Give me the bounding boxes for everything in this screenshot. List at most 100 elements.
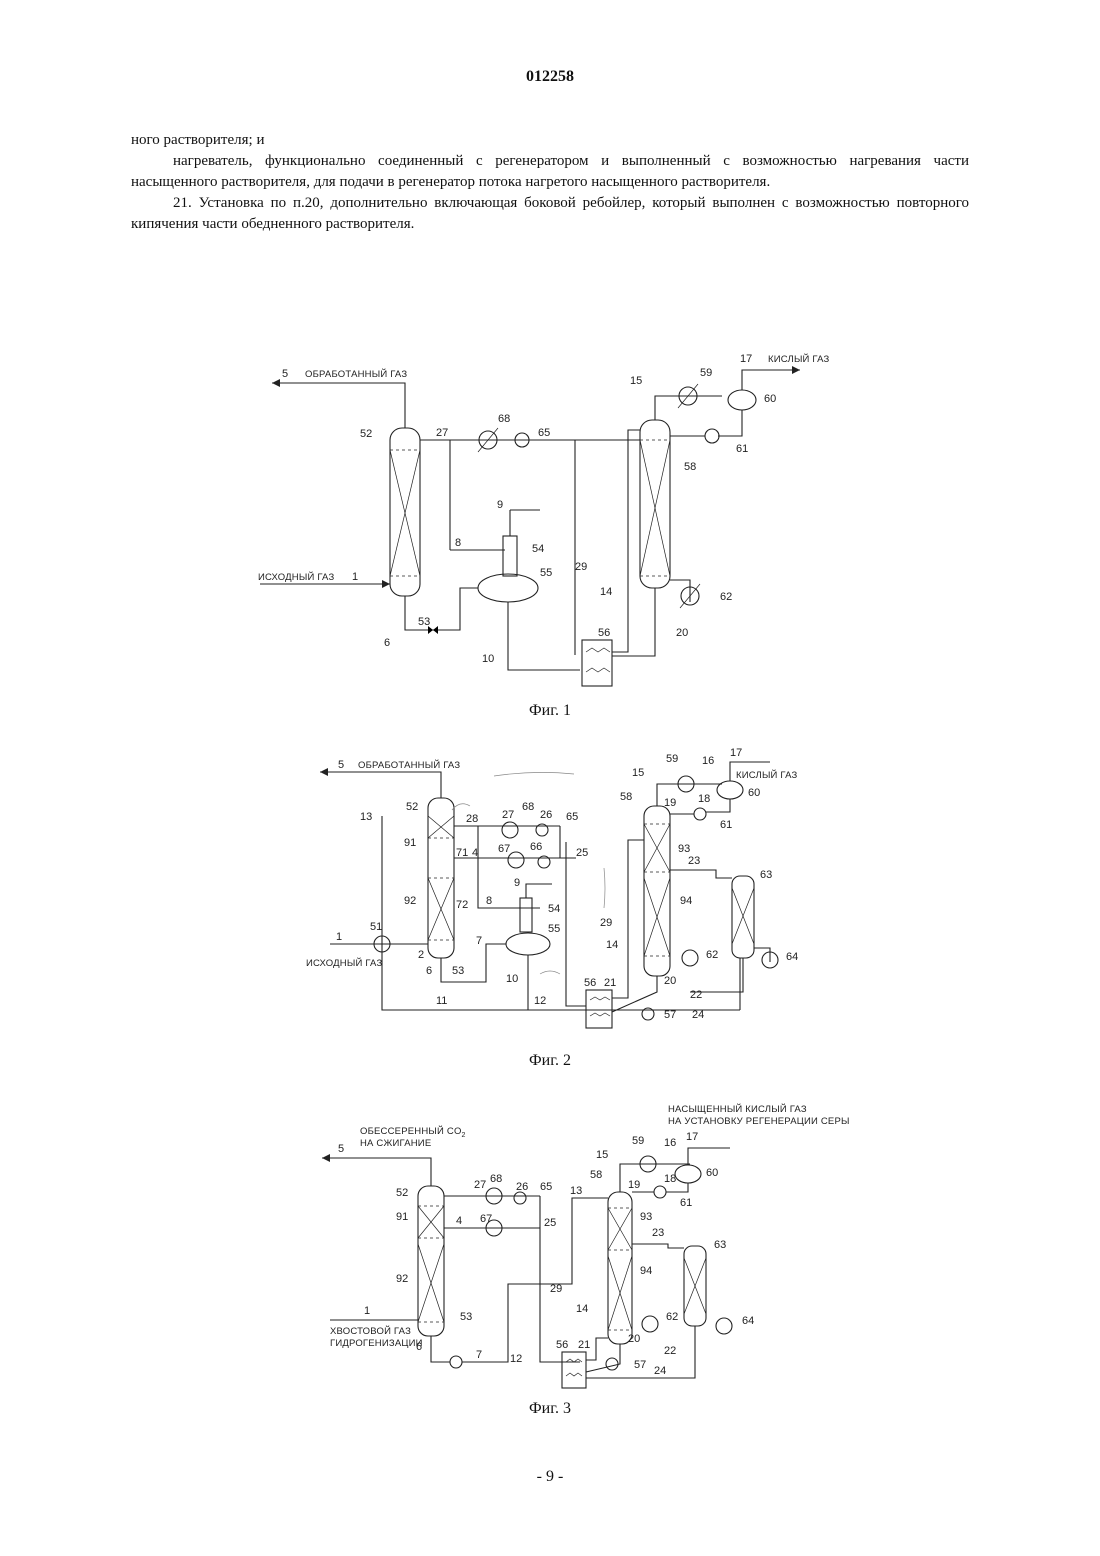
fig2-label-51: 51 [370,921,382,933]
fig3-label-4: 4 [456,1215,462,1227]
fig3-label-52: 52 [396,1187,408,1199]
fig1-label-29: 29 [575,561,587,573]
fig2-label-22: 22 [690,989,702,1001]
figure-1-diagram: 5 ОБРАБОТАННЫЙ ГАЗ 52 ИСХОДНЫЙ ГАЗ 1 27 … [0,340,1100,710]
fig2-label-12: 12 [534,995,546,1007]
fig2-label-94: 94 [680,895,692,907]
fig1-label-5: 5 [282,368,288,380]
fig3-label-64: 64 [742,1315,754,1327]
fig2-feed-gas: ИСХОДНЫЙ ГАЗ [306,957,382,969]
fig3-label-15: 15 [596,1149,608,1161]
fig3-label-13: 13 [570,1185,582,1197]
fig2-label-29: 29 [600,917,612,929]
fig2-label-26: 26 [540,809,552,821]
fig3-heat-exchanger [562,1352,586,1388]
fig1-heat-exchanger [582,640,612,686]
fig3-label-23: 23 [652,1227,664,1239]
fig2-label-24: 24 [692,1009,704,1021]
fig2-label-66: 66 [530,841,542,853]
fig3-label-27: 27 [474,1179,486,1191]
figure-1: 5 ОБРАБОТАННЫЙ ГАЗ 52 ИСХОДНЫЙ ГАЗ 1 27 … [0,340,1100,710]
fig2-label-64: 64 [786,951,798,963]
paragraph-3: 21. Установка по п.20, дополнительно вкл… [131,193,969,235]
fig2-label-13: 13 [360,811,372,823]
fig2-label-72: 72 [456,899,468,911]
fig2-label-15: 15 [632,767,644,779]
fig1-label-68: 68 [498,413,510,425]
fig2-acid-gas: КИСЛЫЙ ГАЗ [736,769,798,781]
fig3-label-61: 61 [680,1197,692,1209]
fig2-label-8: 8 [486,895,492,907]
fig1-label-54: 54 [532,543,544,555]
fig2-label-67: 67 [498,843,510,855]
fig2-label-27: 27 [502,809,514,821]
fig1-label-65: 65 [538,427,550,439]
fig3-label-53: 53 [460,1311,472,1323]
fig3-tail-gas-line1: ХВОСТОВОЙ ГАЗ [330,1325,411,1337]
fig2-treated-gas: ОБРАБОТАННЫЙ ГАЗ [358,759,460,771]
fig3-label-5: 5 [338,1143,344,1155]
fig2-label-92: 92 [404,895,416,907]
fig2-label-23: 23 [688,855,700,867]
fig2-label-54: 54 [548,903,560,915]
fig2-label-25: 25 [576,847,588,859]
fig3-sat-acid-line1: НАСЫЩЕННЫЙ КИСЛЫЙ ГАЗ [668,1103,807,1115]
fig3-label-56: 56 [556,1339,568,1351]
fig1-label-20: 20 [676,627,688,639]
paragraph-2: нагреватель, функционально соединенный с… [131,151,969,193]
fig3-label-63: 63 [714,1239,726,1251]
figure-2-diagram: 5 ОБРАБОТАННЫЙ ГАЗ 52 91 92 13 1 51 ИСХО… [0,748,1100,1048]
fig2-label-65: 65 [566,811,578,823]
figure-2: 5 ОБРАБОТАННЫЙ ГАЗ 52 91 92 13 1 51 ИСХО… [0,748,1100,1048]
fig3-label-22: 22 [664,1345,676,1357]
fig2-label-55: 55 [548,923,560,935]
claims-text: ного растворителя; и нагреватель, функци… [131,130,969,235]
fig2-label-21: 21 [604,977,616,989]
fig1-label-6: 6 [384,637,390,649]
fig2-label-68: 68 [522,801,534,813]
fig3-label-25: 25 [544,1217,556,1229]
fig3-label-58: 58 [590,1169,602,1181]
fig2-label-9: 9 [514,877,520,889]
fig3-desulf-co2-line2: НА СЖИГАНИЕ [360,1138,431,1149]
fig2-label-61: 61 [720,819,732,831]
fig2-label-11: 11 [436,995,447,1007]
fig3-label-59: 59 [632,1135,644,1147]
fig2-label-62: 62 [706,949,718,961]
fig1-treated-gas: ОБРАБОТАННЫЙ ГАЗ [305,368,407,380]
fig3-label-24: 24 [654,1365,666,1377]
fig2-label-63: 63 [760,869,772,881]
patent-number: 012258 [0,68,1100,86]
figure-3-diagram: 5 ОБЕССЕРЕННЫЙ CO2 НА СЖИГАНИЕ 52 91 92 … [0,1098,1100,1398]
fig2-label-57: 57 [664,1009,676,1021]
fig2-label-71: 71 [456,847,468,859]
fig2-label-16: 16 [702,755,714,767]
fig3-label-26: 26 [516,1181,528,1193]
fig2-label-17: 17 [730,748,742,759]
fig2-label-28: 28 [466,813,478,825]
fig2-label-91: 91 [404,837,416,849]
fig3-label-62: 62 [666,1311,678,1323]
fig1-label-56: 56 [598,627,610,639]
figure-3: 5 ОБЕССЕРЕННЫЙ CO2 НА СЖИГАНИЕ 52 91 92 … [0,1098,1100,1398]
fig3-label-19: 19 [628,1179,640,1191]
fig3-label-94: 94 [640,1265,652,1277]
fig3-desulf-co2-line1: ОБЕССЕРЕННЫЙ CO2 [360,1125,466,1139]
fig2-side-column [732,876,754,958]
fig3-label-20: 20 [628,1333,640,1345]
fig1-label-60: 60 [764,393,776,405]
page-number: - 9 - [0,1468,1100,1486]
regenerator-column [640,420,670,588]
fig1-label-62: 62 [720,591,732,603]
fig1-label-8: 8 [455,537,461,549]
fig1-label-61: 61 [736,443,748,455]
fig3-label-93: 93 [640,1211,652,1223]
fig2-label-18: 18 [698,793,710,805]
fig2-label-59: 59 [666,753,678,765]
fig2-label-93: 93 [678,843,690,855]
fig2-label-58: 58 [620,791,632,803]
fig1-label-14: 14 [600,586,612,598]
fig3-label-67: 67 [480,1213,492,1225]
fig3-sat-acid-line2: НА УСТАНОВКУ РЕГЕНЕРАЦИИ СЕРЫ [668,1116,850,1127]
fig2-label-2: 2 [418,949,424,961]
